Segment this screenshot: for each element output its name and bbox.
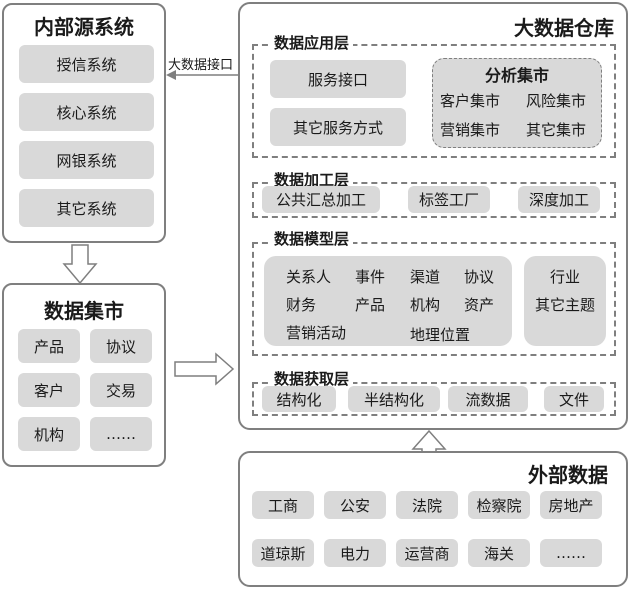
model-side-item: 行业: [549, 268, 580, 286]
external-item: 公安: [324, 491, 386, 519]
internal-item: 其它系统: [19, 189, 154, 227]
model-item: 机构: [410, 296, 441, 314]
mart-item: 协议: [90, 329, 152, 363]
app-layer: [252, 44, 616, 158]
model-item: 渠道: [410, 268, 441, 286]
internal-item: 核心系统: [19, 93, 154, 131]
process-layer: [252, 182, 616, 218]
acquire-item: 文件: [544, 386, 604, 412]
model-item: 产品: [355, 296, 386, 314]
acquire-item: 流数据: [448, 386, 528, 412]
service-item: 其它服务方式: [270, 108, 406, 146]
model-item: 营销活动: [286, 324, 347, 342]
model-side-box: [524, 256, 606, 346]
acquire-layer: [252, 382, 616, 416]
arrow-api-head: [166, 70, 176, 80]
model-main-box: [264, 256, 512, 346]
external-item: 运营商: [396, 539, 458, 567]
model-side-item: 其它主题: [534, 296, 595, 314]
internal-item: 网银系统: [19, 141, 154, 179]
service-item: 服务接口: [270, 60, 406, 98]
internal-systems-title: 内部源系统: [34, 15, 134, 39]
analysis-mart-title: 分析集市: [484, 66, 549, 85]
model-layer-title: 数据模型层: [270, 228, 354, 249]
external-item: 海关: [468, 539, 530, 567]
mart-item: 产品: [18, 329, 80, 363]
mart-item: ……: [90, 417, 152, 451]
process-item: 深度加工: [518, 186, 600, 213]
analysis-item: 其它集市: [526, 121, 587, 139]
external-item: 检察院: [468, 491, 530, 519]
internal-systems-panel: 内部源系统 授信系统 核心系统 网银系统 其它系统: [2, 3, 166, 243]
process-layer-title: 数据加工层: [270, 169, 354, 190]
external-item: 法院: [396, 491, 458, 519]
internal-item: 授信系统: [19, 45, 154, 83]
data-mart-panel: 数据集市 产品 协议 客户 交易 机构 ……: [2, 283, 166, 467]
analysis-mart-box: [432, 58, 602, 148]
model-item: 关系人: [286, 268, 332, 286]
model-item: 协议: [464, 268, 495, 286]
acquire-item: 结构化: [262, 386, 336, 412]
analysis-item: 客户集市: [440, 92, 501, 110]
warehouse-title: 大数据仓库: [514, 16, 614, 40]
mart-item: 机构: [18, 417, 80, 451]
model-item: 事件: [355, 268, 386, 286]
model-item: 财务: [286, 296, 317, 314]
model-item: 资产: [464, 296, 495, 314]
external-data-title: 外部数据: [528, 463, 608, 487]
arrow-internal-to-mart: [62, 244, 98, 285]
external-data-panel: 外部数据 工商 公安 法院 检察院 房地产 道琼斯 电力 运营商 海关 ……: [238, 451, 628, 587]
external-item: 电力: [324, 539, 386, 567]
mart-item: 客户: [18, 373, 80, 407]
analysis-item: 风险集市: [526, 92, 587, 110]
mart-item: 交易: [90, 373, 152, 407]
analysis-item: 营销集市: [440, 121, 501, 139]
external-item: 道琼斯: [252, 539, 314, 567]
model-layer: [252, 242, 616, 356]
external-item: 工商: [252, 491, 314, 519]
app-layer-title: 数据应用层: [270, 32, 354, 53]
process-item: 公共汇总加工: [262, 186, 380, 213]
acquire-item: 半结构化: [348, 386, 440, 412]
model-item: 地理位置: [410, 326, 471, 344]
external-item: 房地产: [540, 491, 602, 519]
arrow-mart-to-warehouse: [174, 352, 235, 386]
external-item: ……: [540, 539, 602, 567]
warehouse-panel: 大数据仓库 数据应用层 服务接口 其它服务方式 分析集市 客户集市 风险集市 营…: [238, 2, 628, 430]
acquire-layer-title: 数据获取层: [270, 368, 354, 389]
process-item: 标签工厂: [408, 186, 490, 213]
api-label: 大数据接口: [168, 58, 234, 73]
data-mart-title: 数据集市: [44, 299, 124, 323]
